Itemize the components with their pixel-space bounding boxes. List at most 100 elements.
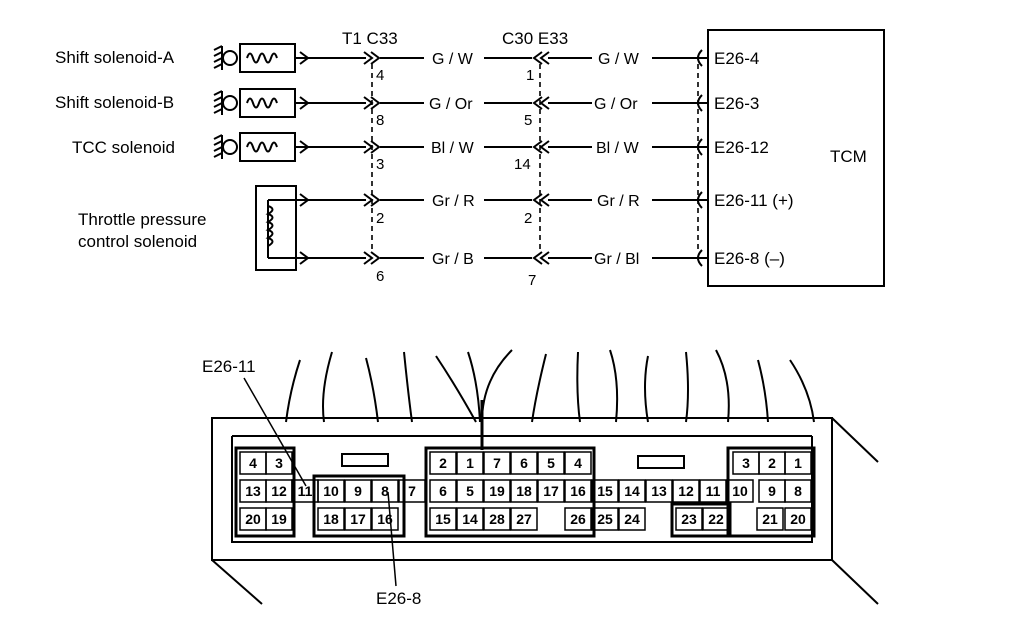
pin-mid-3: 10 — [323, 483, 339, 499]
tcm-terminal-a: E26-4 — [714, 49, 759, 68]
pin-mid-13-cell — [591, 479, 619, 503]
pin-bot-10-cell — [591, 507, 619, 531]
pin-top-2: 2 — [439, 455, 447, 471]
pin-bot-6: 14 — [462, 511, 478, 527]
pin-bot-12-cell — [675, 507, 703, 531]
callout-e26-11: E26-11 — [202, 357, 256, 376]
pin-top-5-cell — [510, 451, 538, 475]
pin-mid-14-cell — [618, 479, 646, 503]
pin-bot-3-cell — [344, 507, 372, 531]
c33-pin-tps-minus: 6 — [376, 268, 384, 285]
pin-bot-5-cell — [429, 507, 457, 531]
pin-mid-12-cell — [564, 479, 592, 503]
pin-bot-9-cell — [564, 507, 592, 531]
connector-dashes — [371, 64, 699, 252]
wire-color-b-left: G / Or — [429, 96, 473, 113]
e33-pin-tps-plus: 2 — [524, 210, 532, 227]
pin-top-10: 1 — [794, 455, 802, 471]
pin-mid-8-cell — [456, 479, 484, 503]
pin-bot-10: 25 — [597, 511, 613, 527]
e33-pin-b: 5 — [524, 112, 532, 129]
pin-top-8: 3 — [742, 455, 750, 471]
e33-pin-tps-minus: 7 — [528, 272, 536, 289]
pin-bot-13: 22 — [708, 511, 724, 527]
wire-color-tcc-right: Bl / W — [596, 140, 640, 157]
solenoid-label-shift-a: Shift solenoid-A — [55, 48, 175, 67]
pin-mid-0: 13 — [245, 483, 261, 499]
pin-bot-3: 17 — [350, 511, 366, 527]
connector-shell — [211, 417, 879, 605]
wire-color-tps-plus-right: Gr / R — [597, 193, 640, 210]
wire-color-tps-minus-left: Gr / B — [432, 251, 474, 268]
solenoid-label-tcc: TCC solenoid — [72, 138, 175, 157]
pin-bot-8: 27 — [516, 511, 532, 527]
pin-top-10-cell — [784, 451, 812, 475]
c33-pin-a: 4 — [376, 67, 384, 84]
pin-top-1: 3 — [275, 455, 283, 471]
pin-bot-15: 20 — [790, 511, 806, 527]
pin-mid-5-cell — [371, 479, 399, 503]
wire-color-a-left: G / W — [432, 51, 474, 68]
pin-mid-10-cell — [510, 479, 538, 503]
pin-top-0: 4 — [249, 455, 257, 471]
pin-bot-11-cell — [618, 507, 646, 531]
pin-top-9: 2 — [768, 455, 776, 471]
tcm-terminal-tcc: E26-12 — [714, 138, 769, 157]
pin-bot-0: 20 — [245, 511, 261, 527]
wire-color-tps-plus-left: Gr / R — [432, 193, 475, 210]
pin-mid-8: 5 — [466, 483, 474, 499]
wire-color-tps-minus-right: Gr / Bl — [594, 251, 639, 268]
pin-top-6-cell — [537, 451, 565, 475]
pin-mid-17: 11 — [706, 483, 721, 499]
pin-block-1 — [312, 474, 406, 538]
pin-top-5: 6 — [520, 455, 528, 471]
pin-mid-19: 9 — [768, 483, 776, 499]
pin-mid-15: 13 — [651, 483, 667, 499]
pin-mid-2: 11 — [298, 483, 313, 499]
pin-top-7: 4 — [574, 455, 582, 471]
pin-bot-4: 16 — [377, 511, 393, 527]
pin-top-7-cell — [564, 451, 592, 475]
pin-mid-16-cell — [672, 479, 700, 503]
solenoid-label-shift-b: Shift solenoid-B — [55, 93, 174, 112]
pin-top-4-cell — [483, 451, 511, 475]
pin-mid-10: 18 — [516, 483, 532, 499]
pin-top-4: 7 — [493, 455, 501, 471]
c33-pin-b: 8 — [376, 112, 384, 129]
callout-e26-11-leader — [243, 377, 307, 487]
tcm-terminal-b: E26-3 — [714, 94, 759, 113]
pin-bot-14: 21 — [762, 511, 778, 527]
tcm-terminal-tps-minus: E26-8 (–) — [714, 249, 785, 268]
solenoid-symbol-tcc — [213, 132, 305, 162]
pin-mid-12: 16 — [570, 483, 586, 499]
pin-top-6: 5 — [547, 455, 555, 471]
pin-mid-4: 9 — [354, 483, 362, 499]
pin-mid-14: 14 — [624, 483, 640, 499]
pin-bot-9: 26 — [570, 511, 586, 527]
pin-mid-20: 8 — [794, 483, 802, 499]
solenoid-symbol-a — [213, 43, 305, 73]
connector-c30-e33-label: C30 E33 — [502, 29, 568, 48]
wire-runs — [296, 57, 708, 259]
connector-t1-c33-label: T1 C33 — [342, 29, 398, 48]
pin-mid-15-cell — [645, 479, 673, 503]
connector-arrows — [299, 49, 703, 267]
pin-mid-7: 6 — [439, 483, 447, 499]
tcm-box — [707, 29, 885, 287]
pin-mid-9: 19 — [489, 483, 505, 499]
pin-top-2-cell — [429, 451, 457, 475]
callout-e26-8: E26-8 — [376, 589, 421, 608]
pin-mid-7-cell — [429, 479, 457, 503]
pin-mid-20-cell — [784, 479, 812, 503]
pin-bot-8-cell — [510, 507, 538, 531]
tcm-terminal-tps-plus: E26-11 (+) — [714, 191, 794, 210]
pin-bot-2-cell — [317, 507, 345, 531]
pin-bot-14-cell — [756, 507, 784, 531]
latch-slot-left — [341, 453, 389, 467]
pin-top-3-cell — [456, 451, 484, 475]
wire-color-tcc-left: Bl / W — [431, 140, 475, 157]
throttle-solenoid-label-line1: Throttle pressure — [78, 210, 207, 229]
pin-mid-13: 15 — [597, 483, 613, 499]
